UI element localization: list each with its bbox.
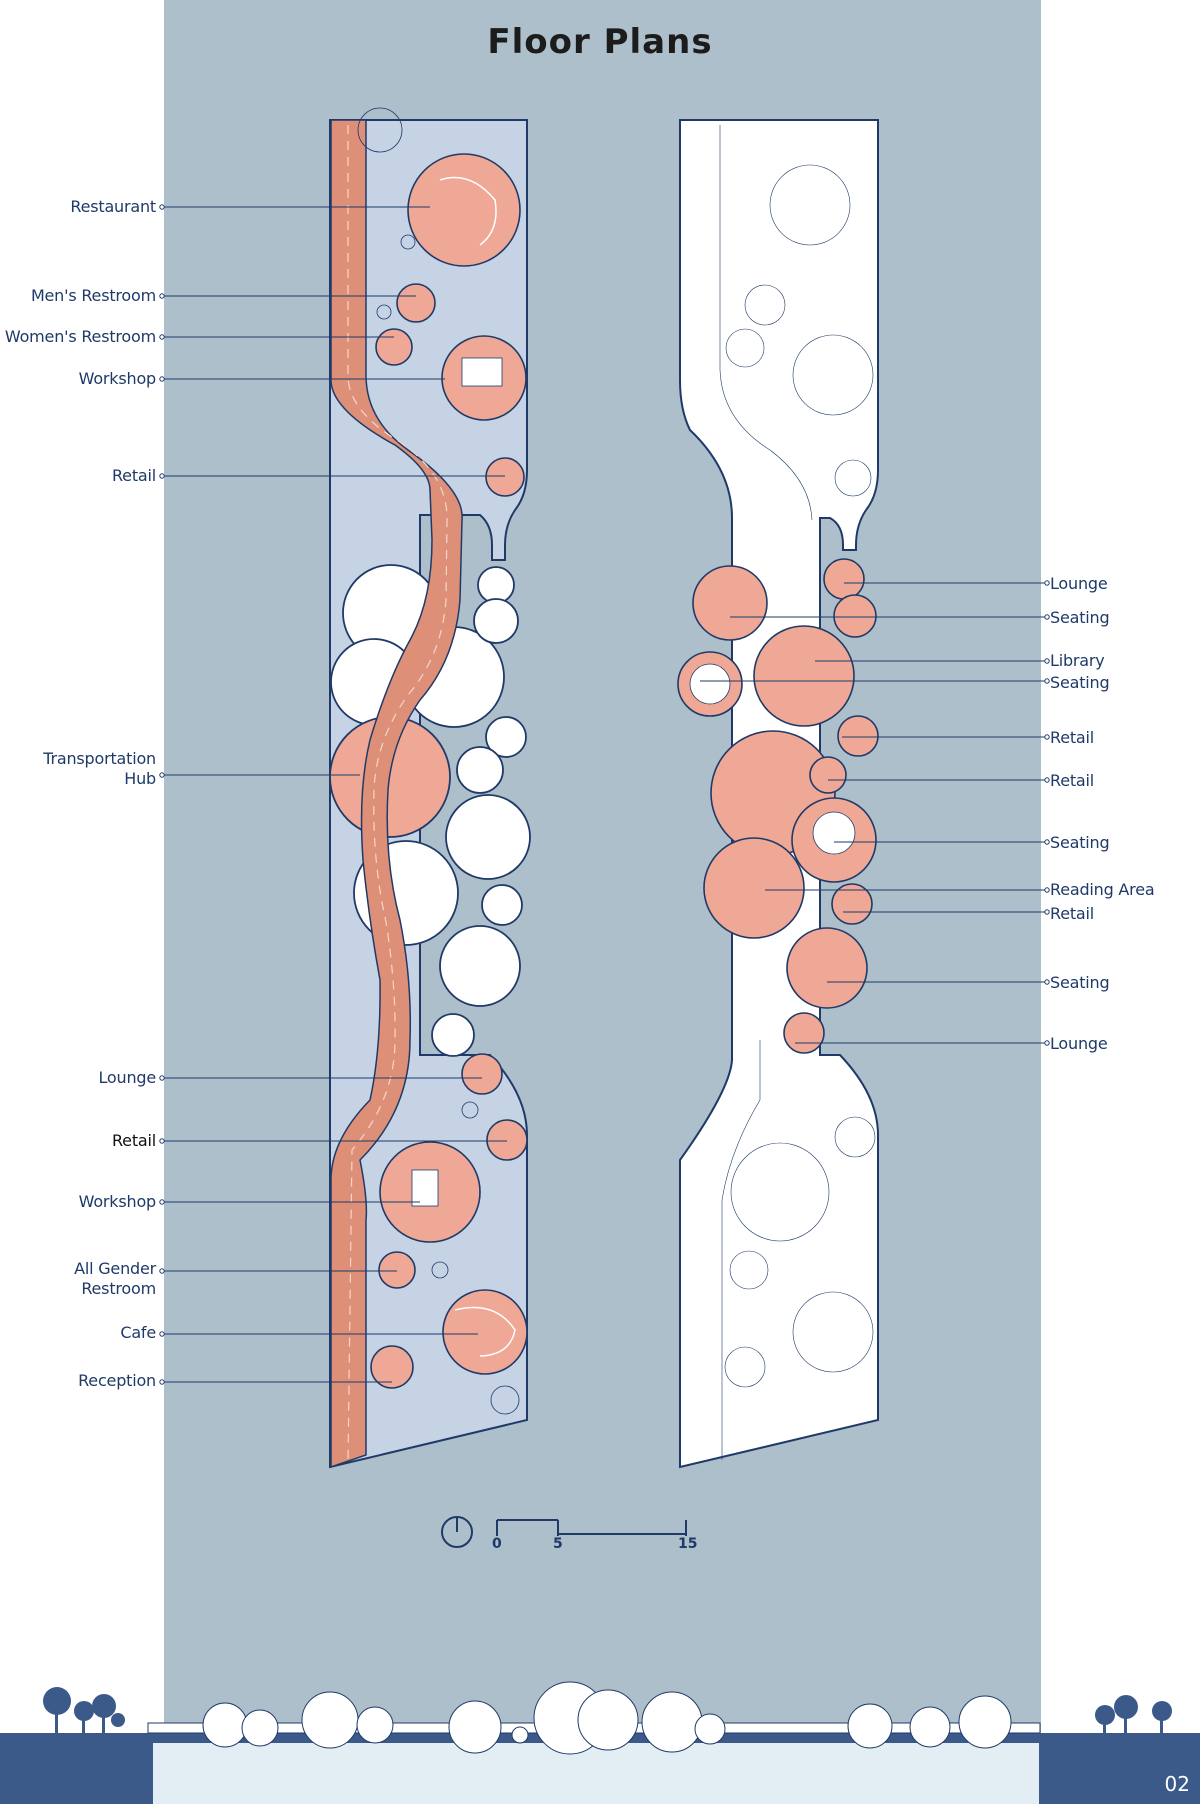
- label-lounge-south: Lounge: [98, 1068, 156, 1087]
- upper-floor-plan: [677, 119, 879, 1469]
- mens-restroom-room: [396, 283, 436, 323]
- label-all-gender-restroom: All Gender Restroom: [74, 1259, 156, 1298]
- lounge-south-room: [461, 1053, 503, 1095]
- label-retail-upper-3: Retail: [1050, 904, 1095, 923]
- library-room: [753, 625, 855, 727]
- restaurant-room: [407, 153, 521, 267]
- ground-floor-plan: [329, 107, 531, 1469]
- lounge-north-room: [823, 558, 865, 600]
- label-retail-north: Retail: [111, 466, 156, 485]
- water-strip: [153, 1743, 1039, 1804]
- label-reading-area: Reading Area: [1050, 880, 1155, 899]
- label-seating-2: Seating: [1050, 673, 1110, 692]
- elevation-trees: [43, 1687, 1172, 1733]
- retail-north-upper-room: [837, 715, 879, 757]
- label-workshop-north: Workshop: [78, 369, 157, 388]
- landscape-trees: [357, 107, 520, 1415]
- walking-path: [330, 119, 463, 1469]
- leader-lines: [159, 204, 1050, 1385]
- label-seating-1: Seating: [1050, 608, 1110, 627]
- furniture-hints: [411, 176, 516, 1357]
- retail-north-room: [485, 457, 525, 497]
- reception-room: [370, 1345, 414, 1389]
- label-retail-south: Retail: [111, 1131, 156, 1150]
- label-seating-3: Seating: [1050, 833, 1110, 852]
- scale-tick-0: 0: [492, 1536, 502, 1552]
- upper-floor-program-rooms: [677, 558, 879, 1054]
- scale-bar: [441, 1516, 687, 1548]
- upper-floor-white-insets: [689, 663, 856, 855]
- label-seating-4: Seating: [1050, 973, 1110, 992]
- scale-tick-5: 5: [553, 1536, 563, 1552]
- label-reception: Reception: [78, 1371, 156, 1390]
- label-mens-restroom: Men's Restroom: [30, 286, 156, 305]
- retail-south-room: [486, 1119, 528, 1161]
- label-workshop-south: Workshop: [78, 1192, 157, 1211]
- reading-area-room: [703, 837, 805, 939]
- plan-background: [164, 0, 1041, 1740]
- label-restaurant: Restaurant: [70, 197, 156, 216]
- label-transportation-hub: Transportation Hub: [43, 749, 156, 788]
- scale-tick-15: 15: [678, 1536, 698, 1552]
- path-centerline: [347, 125, 448, 1463]
- label-library: Library: [1050, 651, 1105, 670]
- label-retail-upper-2: Retail: [1050, 771, 1095, 790]
- label-womens-restroom: Women's Restroom: [4, 327, 156, 346]
- section-elevation: [147, 1681, 1041, 1755]
- label-lounge-north: Lounge: [1050, 574, 1108, 593]
- cafe-room: [442, 1289, 528, 1375]
- seating-north-room: [833, 594, 877, 638]
- seating-south-room: [786, 927, 868, 1009]
- label-retail-upper-1: Retail: [1050, 728, 1095, 747]
- page-title: Floor Plans: [487, 22, 713, 62]
- seating-lounge-room: [692, 565, 768, 641]
- womens-restroom-room: [375, 328, 413, 366]
- upper-floor-ghost-circles: [719, 125, 876, 1460]
- page-number: 02: [1164, 1772, 1190, 1796]
- upper-floor-void-bubbles: [330, 564, 531, 1057]
- lounge-south-upper-room: [783, 1012, 825, 1054]
- label-lounge-south-upper: Lounge: [1050, 1034, 1108, 1053]
- label-cafe: Cafe: [120, 1323, 156, 1342]
- retail-mid-upper-room: [809, 756, 847, 794]
- retail-south-upper-room: [831, 883, 873, 925]
- all-gender-restroom-room: [378, 1251, 416, 1289]
